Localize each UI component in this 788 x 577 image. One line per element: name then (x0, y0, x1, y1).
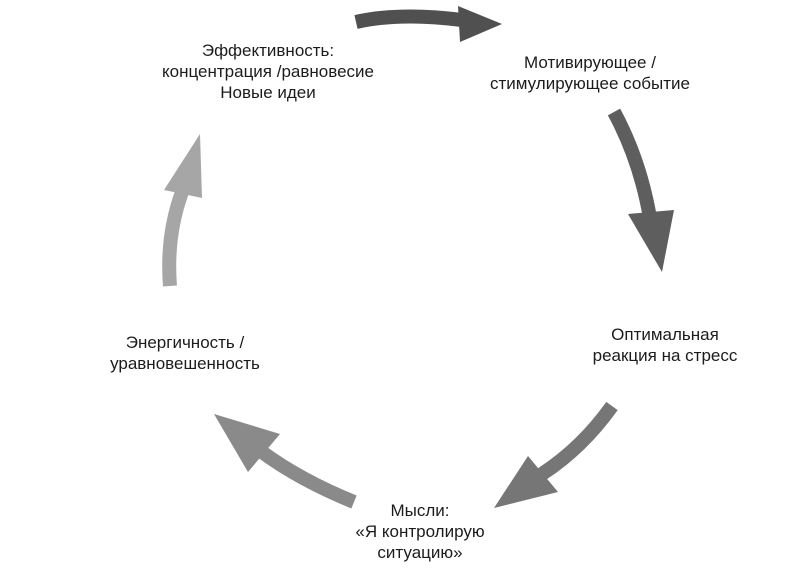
arrow-right-lower-shaft (538, 401, 618, 480)
node-energy-line-2: уравновешенность (110, 354, 260, 373)
node-motivating-event: Мотивирующее / стимулирующее событие (440, 52, 740, 94)
node-stress-response-line-2: реакция на стресс (592, 346, 738, 365)
node-stress-response-line-1: Оптимальная (611, 325, 719, 344)
node-efficiency-line-2: концентрация /равновесие (162, 62, 374, 81)
node-energy: Энергичность / уравновешенность (60, 332, 310, 374)
arrow-right-upper-shaft (607, 108, 657, 220)
node-efficiency-line-3: Новые идеи (220, 83, 316, 102)
arrow-left-upper (162, 134, 202, 287)
arrow-left-upper-shaft (162, 189, 189, 287)
node-efficiency: Эффективность: концентрация /равновесие … (118, 40, 418, 103)
arrow-left-lower-shaft (257, 446, 357, 509)
arrow-left-lower-head (214, 414, 280, 472)
arrow-top (354, 6, 502, 42)
arrow-right-upper (607, 108, 674, 272)
arrow-right-lower (494, 401, 618, 508)
arrow-top-shaft (354, 9, 463, 29)
node-motivating-event-line-1: Мотивирующее / (524, 53, 656, 72)
node-thoughts: Мысли: «Я контролирую ситуацию» (320, 500, 520, 563)
node-energy-line-1: Энергичность / (125, 333, 245, 352)
arrow-left-lower (214, 414, 357, 509)
node-motivating-event-line-2: стимулирующее событие (490, 74, 690, 93)
node-thoughts-line-3: ситуацию» (377, 543, 463, 562)
arrow-right-lower-head (494, 456, 558, 508)
node-thoughts-line-2: «Я контролирую (355, 522, 485, 541)
node-stress-response: Оптимальная реакция на стресс (555, 324, 775, 366)
arrow-left-upper-head (164, 134, 202, 198)
arrow-right-upper-head (628, 210, 674, 272)
arrow-top-head (458, 6, 502, 42)
node-efficiency-line-1: Эффективность: (201, 41, 335, 60)
node-thoughts-line-1: Мысли: (390, 501, 450, 520)
